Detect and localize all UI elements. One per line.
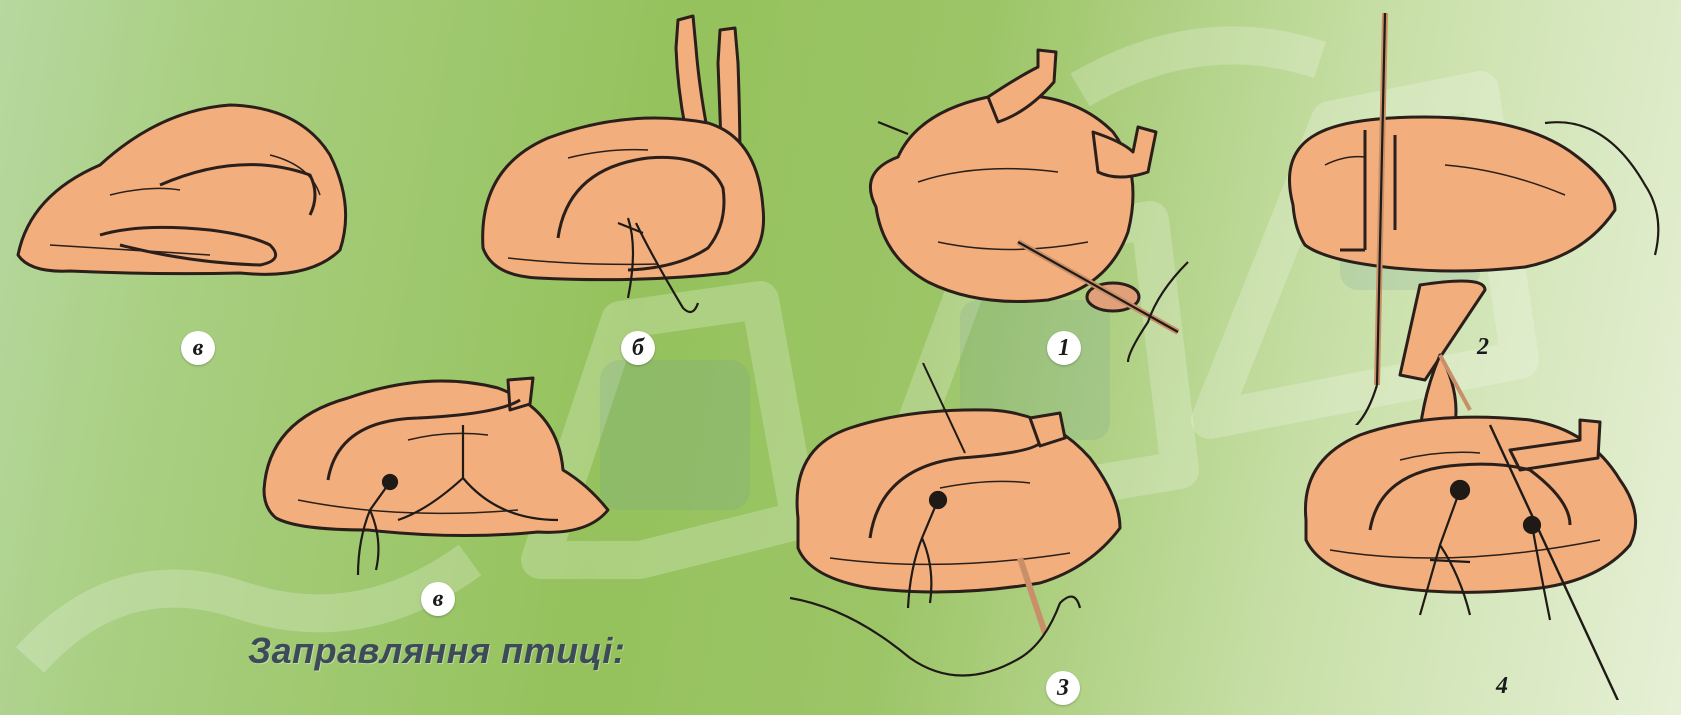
panel-label-step-1: 1 (1047, 331, 1081, 365)
panel-label-v: в (421, 582, 455, 616)
trussing-step-4 (1300, 350, 1670, 700)
bird-trussed-thread (258, 370, 618, 590)
figure-caption: Заправляння птиці: (248, 630, 625, 672)
bird-body (264, 381, 608, 536)
bird-legs-raised (478, 8, 798, 318)
panel-label-step-3: 3 (1046, 671, 1080, 705)
bird-body (870, 95, 1133, 301)
bird-leg (1093, 127, 1156, 177)
bird-untrussed (10, 95, 370, 295)
panel-label-a: в (181, 331, 215, 365)
bird-body (483, 118, 764, 280)
trussing-step-1 (858, 42, 1208, 362)
trussing-step-3 (790, 358, 1210, 688)
panel-label-step-2: 2 (1466, 330, 1500, 364)
panel-label-step-4: 4 (1485, 669, 1519, 703)
bird-body (18, 105, 346, 274)
bird-body (1289, 117, 1615, 271)
panel-label-b: б (621, 331, 655, 365)
